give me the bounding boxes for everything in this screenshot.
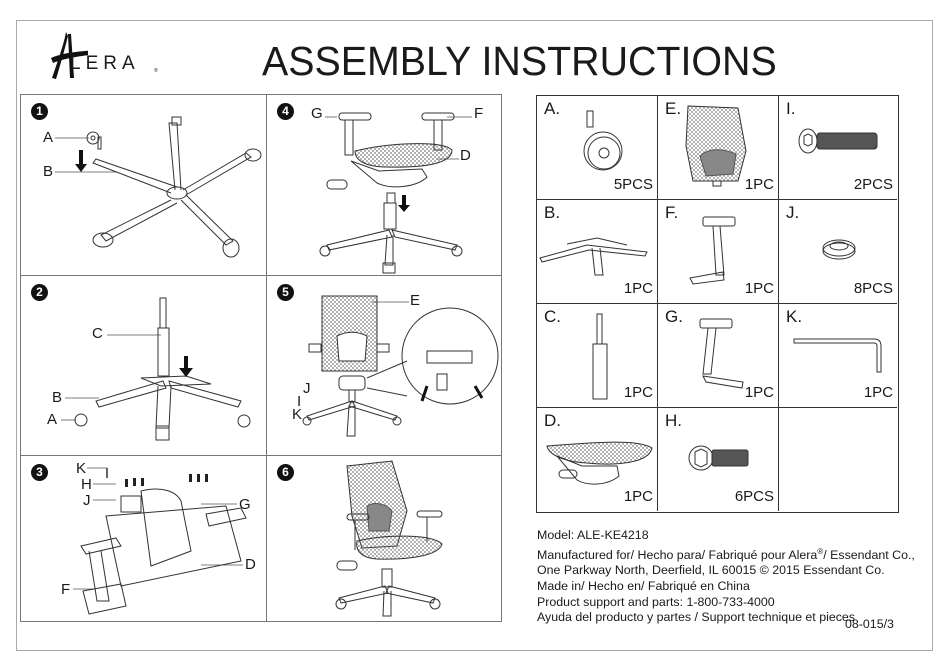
manufacturer-line: Manufactured for/ Hecho para/ Fabriqué p… <box>537 546 915 562</box>
part-quantity: 5PCS <box>613 176 653 193</box>
short-bolt-icon <box>688 445 749 471</box>
left-arm-icon <box>699 318 744 389</box>
part-letter: A. <box>544 99 561 118</box>
callout-e: E <box>410 292 421 309</box>
backrest-icon <box>685 105 747 187</box>
part-letter: K. <box>786 307 803 326</box>
parts-list-grid: A. 5PCS E. 1PC I. 2PCS B. 1PC F. 1PC J. … <box>536 95 899 513</box>
part-letter: D. <box>544 411 561 430</box>
completed-chair-illustration <box>335 460 443 617</box>
page-title: ASSEMBLY INSTRUCTIONS <box>262 38 777 84</box>
long-bolt-icon <box>798 128 878 154</box>
assembly-steps-grid: 1 A B 4 G F D <box>20 94 502 622</box>
part-quantity: 1PC <box>623 384 653 401</box>
callout-f: F <box>474 105 484 122</box>
part-f-right-arm: F. 1PC <box>658 200 779 304</box>
part-letter: H. <box>665 411 682 430</box>
step-number: 4 <box>277 103 294 120</box>
part-d-seat: D. 1PC <box>537 408 658 511</box>
callout-a: A <box>43 129 54 146</box>
base-caster-illustration <box>55 116 262 258</box>
step-2: 2 C B A <box>21 276 267 456</box>
alera-logo: LERA ® <box>48 30 158 82</box>
part-letter: E. <box>665 99 682 118</box>
step-3: 3 K H J G D F <box>21 456 267 621</box>
part-g-left-arm: G. 1PC <box>658 304 779 408</box>
step-number: 5 <box>277 284 294 301</box>
step-number: 6 <box>277 464 294 481</box>
part-c-gas-lift: C. 1PC <box>537 304 658 408</box>
logo-text: LERA <box>70 53 140 74</box>
support-phone: Product support and parts: 1-800-733-400… <box>537 594 775 609</box>
part-e-backrest: E. 1PC <box>658 96 779 200</box>
address-line: One Parkway North, Deerfield, IL 60015 ©… <box>537 563 885 578</box>
step-1: 1 A B <box>21 95 267 276</box>
part-letter: G. <box>665 307 683 326</box>
part-j-washer: J. 8PCS <box>779 200 897 304</box>
seat-on-base-illustration <box>319 112 472 274</box>
part-quantity: 1PC <box>744 280 774 297</box>
callout-c: C <box>92 325 103 342</box>
part-letter: C. <box>544 307 561 326</box>
hex-key-icon <box>793 338 882 373</box>
part-i-long-bolt: I. 2PCS <box>779 96 897 200</box>
step-number: 2 <box>31 284 48 301</box>
callout-a: A <box>47 411 58 428</box>
callout-h: H <box>81 476 92 493</box>
part-quantity: 1PC <box>863 384 893 401</box>
part-quantity: 2PCS <box>853 176 893 193</box>
callout-g: G <box>239 496 251 513</box>
step-5: 5 E J I K <box>267 276 501 456</box>
made-in-line: Made in/ Hecho en/ Fabriqué en China <box>537 578 750 593</box>
step-number: 1 <box>31 103 48 120</box>
product-info: Model: ALE-KE4218 Manufactured for/ Hech… <box>537 528 915 626</box>
document-code: 08-015/3 <box>845 617 894 631</box>
part-quantity: 1PC <box>744 176 774 193</box>
callout-d: D <box>245 556 256 573</box>
base-icon <box>539 237 648 276</box>
part-quantity: 8PCS <box>853 280 893 297</box>
backrest-attach-illustration <box>302 295 499 437</box>
step-4: 4 G F D <box>267 95 501 276</box>
part-quantity: 1PC <box>623 280 653 297</box>
callout-d: D <box>460 147 471 164</box>
part-quantity: 1PC <box>623 488 653 505</box>
part-quantity: 6PCS <box>734 488 774 505</box>
support-translations: Ayuda del producto y partes / Support te… <box>537 610 856 625</box>
washer-icon <box>822 239 856 260</box>
part-b-base: B. 1PC <box>537 200 658 304</box>
part-letter: J. <box>786 203 800 222</box>
right-arm-icon <box>689 216 736 285</box>
callout-j: J <box>303 380 311 397</box>
step-number: 3 <box>31 464 48 481</box>
arm-attach-illustration <box>73 467 247 615</box>
logo-registered: ® <box>154 68 158 74</box>
part-k-hex-key: K. 1PC <box>779 304 897 408</box>
step-6: 6 <box>267 456 501 621</box>
callout-k: K <box>292 406 303 423</box>
callout-b: B <box>52 389 63 406</box>
model-number: Model: ALE-KE4218 <box>537 528 649 542</box>
seat-mechanism-icon <box>546 441 653 485</box>
callout-i: I <box>297 393 302 410</box>
callout-k: K <box>76 460 87 477</box>
part-a-caster: A. 5PCS <box>537 96 658 200</box>
gas-lift-icon <box>592 313 608 400</box>
callout-j: J <box>83 492 91 509</box>
caster-icon <box>583 110 623 171</box>
part-empty-cell <box>779 408 897 511</box>
page-border <box>16 20 933 651</box>
part-quantity: 1PC <box>744 384 774 401</box>
part-letter: B. <box>544 203 561 222</box>
part-letter: F. <box>665 203 679 222</box>
logo-a-mark-icon <box>51 32 158 79</box>
callout-g: G <box>311 105 323 122</box>
callout-f: F <box>61 581 71 598</box>
part-h-short-bolt: H. 6PCS <box>658 408 779 511</box>
part-letter: I. <box>786 99 796 118</box>
gas-lift-on-base-illustration <box>61 297 251 441</box>
callout-b: B <box>43 163 54 180</box>
